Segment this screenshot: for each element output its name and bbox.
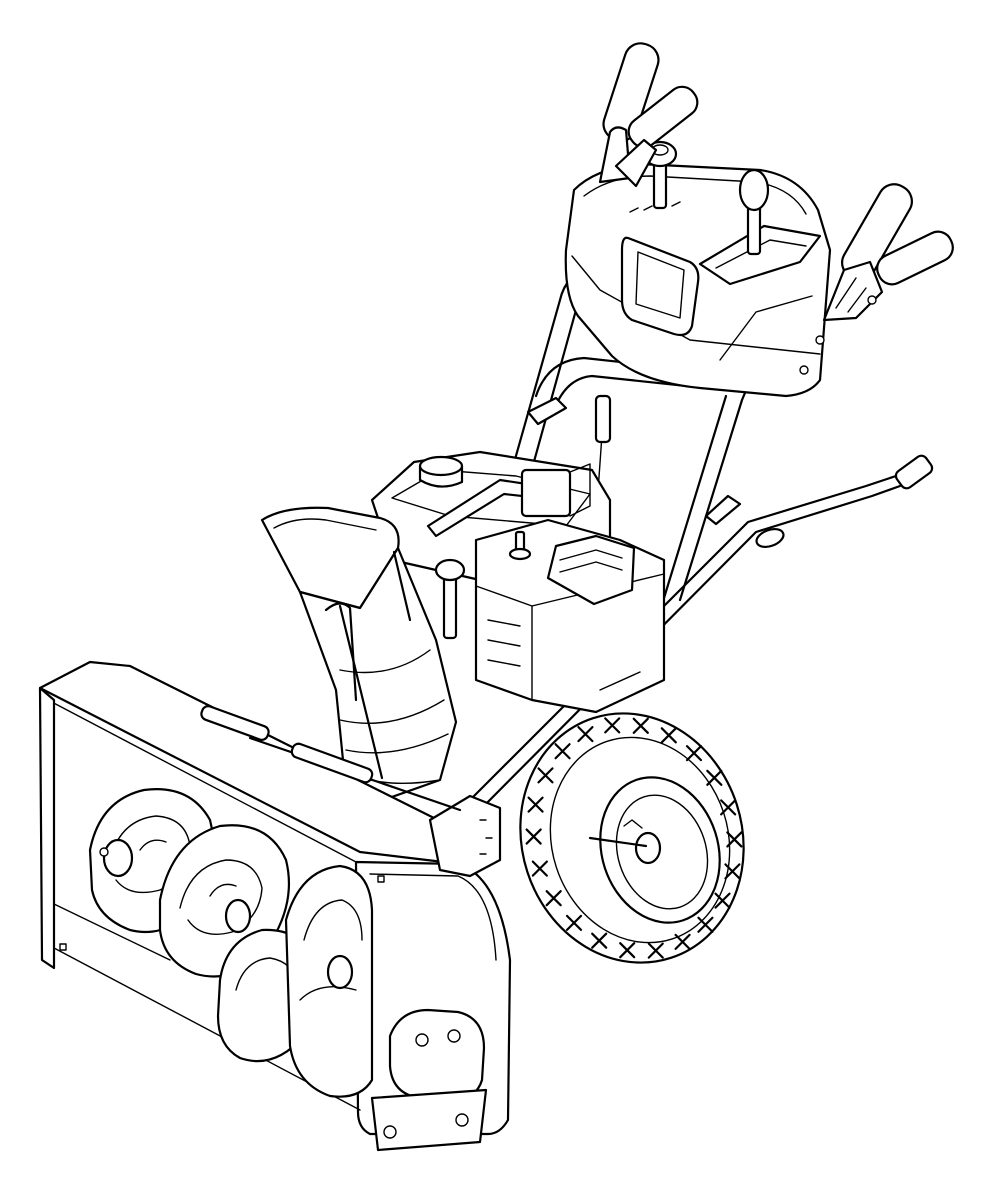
dashboard-right-panel — [719, 295, 813, 361]
chute-tilt-rod — [338, 604, 384, 780]
cross-brace — [534, 356, 732, 398]
chute-rail-right — [392, 550, 412, 622]
right-wheel-hub — [634, 831, 662, 865]
tread-lug — [720, 799, 737, 816]
tread-lug — [525, 828, 542, 845]
tread-lug — [537, 767, 554, 784]
housing-mark-2 — [59, 943, 67, 951]
choke-block — [520, 468, 572, 518]
tread-lug — [604, 717, 621, 734]
tread-lug — [565, 914, 583, 931]
cable-connector — [594, 394, 612, 444]
auger-bolt — [99, 847, 109, 857]
primer-knob — [508, 547, 532, 561]
axle-pin — [623, 819, 643, 829]
tread-lug — [714, 892, 731, 909]
tread-lug — [619, 942, 636, 959]
auger-hub-left — [102, 838, 134, 878]
chute-ribs — [339, 649, 449, 754]
rod-bracket — [755, 527, 785, 549]
linkage-sleeve-2 — [290, 742, 374, 784]
left-control-bracket — [614, 138, 658, 188]
tread-lug — [685, 745, 703, 762]
right-handle-bar — [678, 370, 782, 602]
tread-lug — [632, 717, 649, 734]
plate-bolt-2 — [455, 1113, 469, 1127]
panel-screw-2 — [799, 365, 809, 375]
air-filter-ribs — [559, 549, 623, 573]
tire-tread — [525, 717, 743, 959]
left-grip-lower — [627, 85, 699, 149]
dashboard-gauge-marks — [629, 201, 681, 213]
tread-lug — [726, 831, 743, 848]
chute-body — [298, 546, 458, 806]
right-handle-bar-inner — [662, 394, 728, 600]
air-filter-box — [546, 534, 636, 606]
tread-lug — [724, 863, 741, 880]
auger-hub-right — [326, 954, 354, 990]
tread-lug — [554, 743, 571, 760]
chute-rod-grip — [894, 454, 934, 490]
engine-fins — [487, 619, 641, 691]
tread-lug — [591, 932, 608, 949]
chute-control-shaft — [652, 158, 668, 210]
auger-hub-center — [224, 898, 252, 934]
tread-lug — [706, 769, 723, 786]
auger-housing — [38, 660, 512, 1152]
fuel-cap-top — [418, 455, 464, 477]
right-trigger — [835, 277, 867, 313]
tread-lug — [647, 942, 664, 959]
choke-block-side — [569, 463, 591, 517]
speed-gate — [715, 239, 807, 269]
chute-deflector-inner — [273, 518, 377, 531]
skid-bolt-1 — [415, 1033, 429, 1047]
panel-screw-1 — [815, 335, 825, 345]
right-grip-lower — [876, 230, 954, 286]
tread-lug — [527, 796, 544, 813]
axle — [588, 836, 648, 848]
dipstick — [442, 572, 458, 640]
gearbox-bolts — [479, 819, 493, 855]
tread-lug — [577, 725, 594, 743]
skid-bolt-2 — [447, 1029, 461, 1043]
control-panel — [564, 140, 832, 398]
linkage-sleeve — [200, 705, 270, 741]
right-wheel — [519, 712, 745, 964]
housing-top-edge — [47, 699, 357, 863]
discharge-chute — [260, 506, 458, 806]
tread-lug — [545, 890, 562, 907]
engine — [370, 450, 666, 714]
housing-mark — [377, 875, 385, 883]
right-auger-lever — [822, 260, 884, 322]
skid-shoe — [388, 1008, 486, 1102]
tread-lug — [697, 916, 714, 933]
tread-lug — [674, 933, 691, 951]
dashboard-window — [620, 236, 700, 337]
dashboard-top-face — [583, 175, 807, 215]
housing-left-wall — [38, 686, 56, 970]
dashboard-window-inner — [635, 251, 685, 319]
tread-lug — [531, 860, 548, 877]
speed-lever-knob — [738, 168, 770, 212]
dipstick-cap — [434, 558, 466, 582]
right-wheel-rim-inner — [615, 794, 709, 910]
housing-right-inner — [369, 873, 497, 961]
grips — [598, 42, 954, 322]
tread-lug — [660, 727, 677, 744]
chute-rail-left — [324, 602, 358, 702]
left-handle-clip — [526, 396, 568, 426]
right-grip-screw — [867, 295, 877, 305]
skid-shoe-plate — [370, 1088, 488, 1152]
plate-bolt-1 — [383, 1125, 397, 1139]
housing-back — [53, 699, 171, 961]
gearbox — [428, 794, 502, 878]
right-handle-clip — [704, 494, 742, 526]
augers — [88, 788, 374, 1098]
